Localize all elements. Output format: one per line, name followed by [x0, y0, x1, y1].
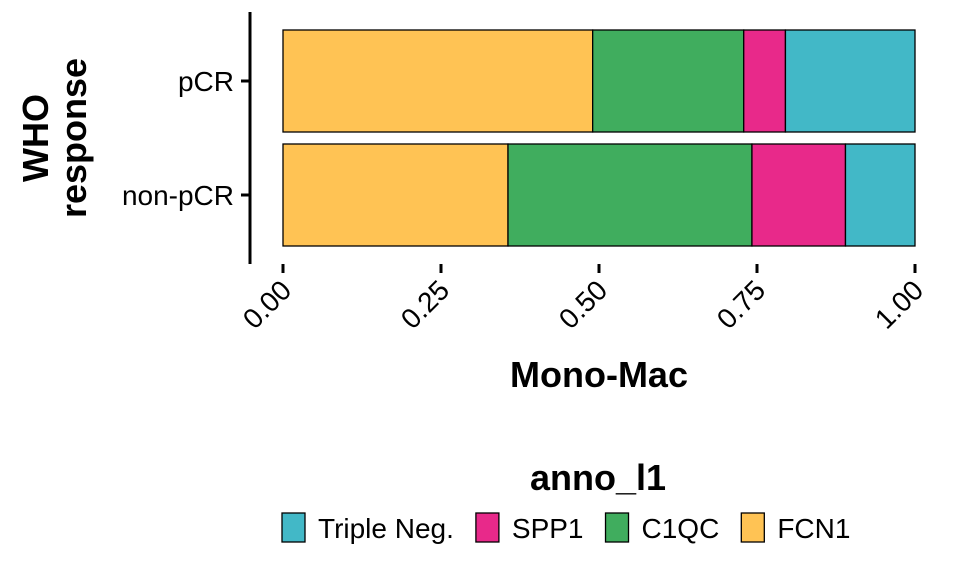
legend: Triple Neg. SPP1 C1QC FCN1: [281, 512, 850, 544]
bar-non-pcr-triple-neg: [844, 143, 916, 247]
bar-non-pcr-spp1: [751, 143, 847, 247]
bar-pcr-c1qc: [592, 29, 745, 133]
legend-swatch: [740, 512, 765, 543]
legend-label: Triple Neg.: [318, 513, 454, 544]
x-axis-ticks: 0.00 0.25 0.50 0.75 1.00: [237, 264, 929, 335]
bars-layer: [282, 29, 916, 247]
y-axis-title-line: response: [53, 58, 94, 218]
y-tick-label: non-pCR: [122, 180, 234, 211]
legend-item-fcn1: FCN1: [740, 512, 850, 544]
legend-swatch: [475, 512, 500, 543]
legend-item-spp1: SPP1: [475, 512, 584, 544]
x-tick-label: 0.50: [553, 274, 613, 334]
y-axis-title-line: WHO: [15, 94, 56, 182]
bar-pcr-spp1: [743, 29, 787, 133]
y-axis-ticks: pCR non-pCR: [122, 66, 250, 211]
x-tick-label: 0.25: [395, 274, 455, 334]
legend-title: anno_l1: [530, 457, 666, 498]
y-axis-title: WHOresponse: [15, 58, 94, 218]
bar-pcr-fcn1: [282, 29, 594, 133]
legend-label: C1QC: [642, 513, 720, 544]
bar-pcr-triple-neg: [784, 29, 916, 133]
x-tick-label: 1.00: [869, 274, 929, 334]
legend-item-triple-neg: Triple Neg.: [281, 512, 454, 544]
bar-non-pcr-c1qc: [507, 143, 753, 247]
legend-label: SPP1: [512, 513, 584, 544]
x-tick-label: 0.00: [237, 274, 297, 334]
legend-swatch: [281, 512, 306, 543]
legend-item-c1qc: C1QC: [604, 512, 720, 544]
x-tick-label: 0.75: [711, 274, 771, 334]
legend-label: FCN1: [777, 513, 850, 544]
y-tick-label: pCR: [178, 66, 234, 97]
bar-non-pcr-fcn1: [282, 143, 509, 247]
x-axis-title: Mono-Mac: [510, 354, 688, 395]
legend-swatch: [604, 512, 630, 543]
